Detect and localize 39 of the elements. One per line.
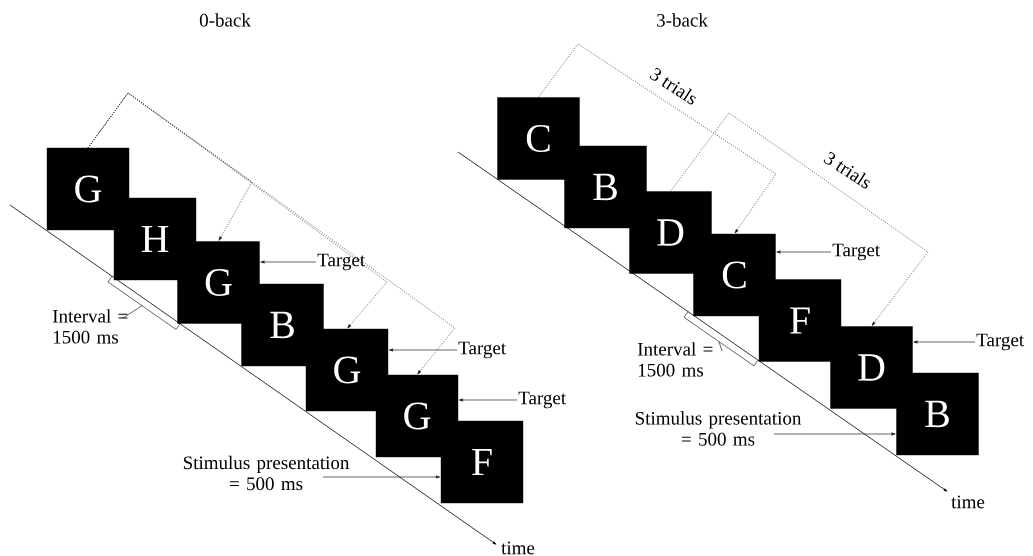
interval-label: Interval = 1500 ms xyxy=(637,342,713,377)
stimulus-square: G xyxy=(305,328,389,412)
stimulus-square: B xyxy=(241,283,324,367)
arrow xyxy=(913,340,976,344)
dotted-arrow xyxy=(87,92,456,375)
stimulus-square: H xyxy=(113,197,197,281)
target-label: Target xyxy=(518,391,566,409)
arrow xyxy=(458,398,518,402)
stimulus-square: C xyxy=(693,233,776,317)
target-label: Target xyxy=(832,243,880,261)
stimulus-square: F xyxy=(758,279,842,362)
stimulus-square: B xyxy=(564,145,647,229)
leader-line xyxy=(122,305,143,319)
stimulus-square: C xyxy=(497,97,580,180)
stimulus-square: B xyxy=(896,372,979,456)
stimulus-label: Stimulus presentation = 500 ms xyxy=(635,411,802,446)
panel-title: 3-back xyxy=(657,13,708,27)
stimulus-square: G xyxy=(46,147,130,231)
target-label: Target xyxy=(458,341,506,359)
stimulus-square: G xyxy=(375,374,459,458)
stimulus-square: D xyxy=(830,326,913,409)
arrow xyxy=(776,250,832,254)
panel-title: 0-back xyxy=(199,13,251,27)
axis-label: time xyxy=(951,495,985,509)
stimulus-label: Stimulus presentation = 500 ms xyxy=(183,455,350,491)
edge-label: 3 trials xyxy=(821,148,875,192)
arrow xyxy=(388,348,458,352)
edge-label: 3 trials xyxy=(647,64,701,108)
dotted-arrow xyxy=(538,43,777,234)
arrow xyxy=(260,260,317,264)
arrow xyxy=(773,432,896,436)
target-label: Target xyxy=(317,253,365,271)
dotted-arrow xyxy=(670,112,929,326)
stimulus-square: F xyxy=(440,420,524,504)
arrow xyxy=(322,475,441,479)
leader-line xyxy=(718,341,723,352)
interval-label: Interval = 1500 ms xyxy=(52,309,128,344)
target-label: Target xyxy=(976,333,1024,351)
axis-label: time xyxy=(501,541,535,555)
